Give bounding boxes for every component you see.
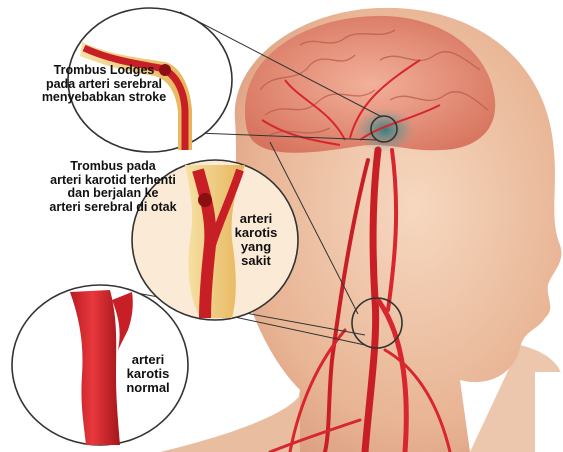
label-normal-carotid: arteri karotis normal — [118, 353, 178, 395]
corner-patch — [535, 372, 563, 452]
label-diseased-carotid: arteri karotis yang sakit — [232, 212, 280, 268]
label-lodges: Trombus Lodges pada arteri serebral meny… — [34, 64, 174, 105]
label-carotid-stopped: Trombus pada arteri karotid terhenti dan… — [28, 160, 198, 214]
